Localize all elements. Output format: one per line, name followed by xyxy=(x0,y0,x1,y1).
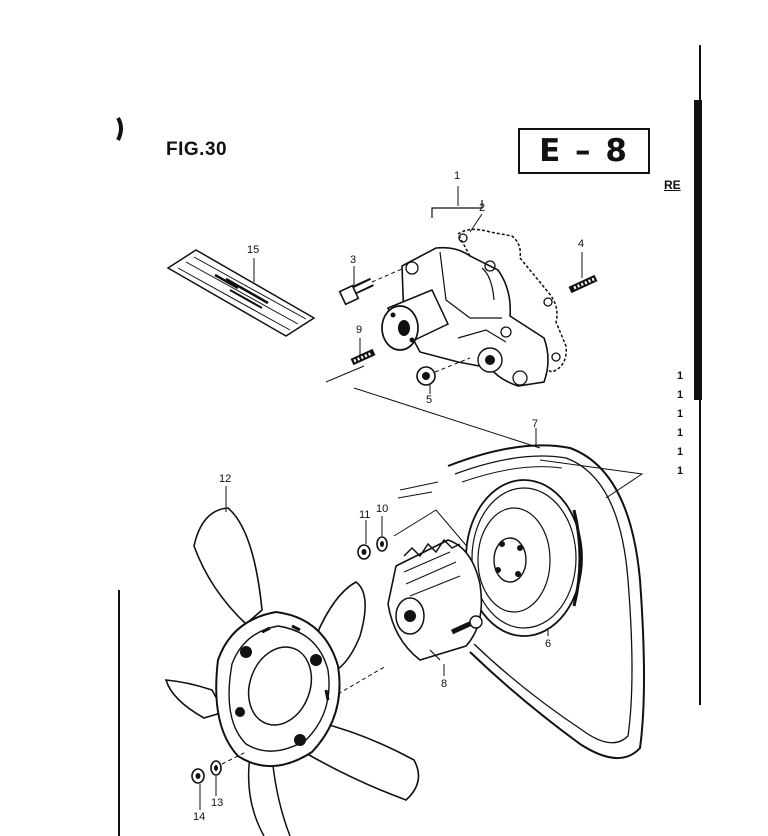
side-column-mark: 1 xyxy=(677,408,684,420)
washer-10 xyxy=(376,536,388,552)
callout-10: 10 xyxy=(376,503,389,515)
side-column-mark: 1 xyxy=(677,465,684,477)
callout-12: 12 xyxy=(219,473,232,485)
side-column-mark: 1 xyxy=(677,389,684,401)
section-code: E – 8 xyxy=(539,133,629,169)
side-column-mark: 1 xyxy=(677,427,684,439)
callout-11: 11 xyxy=(359,509,371,521)
side-header-text: RE xyxy=(664,178,681,192)
callout-3: 3 xyxy=(350,254,357,266)
figure-label: FIG.30 xyxy=(166,139,228,160)
right-page-shadow xyxy=(694,100,702,400)
callout-15: 15 xyxy=(247,244,260,256)
side-column-mark: 1 xyxy=(677,370,684,382)
pump-stud-9 xyxy=(350,348,376,366)
callout-1: 1 xyxy=(454,170,461,182)
assembly-guide-alt xyxy=(393,509,471,551)
callout-13: 13 xyxy=(211,797,224,809)
assembly-guide-belt xyxy=(397,459,644,499)
cooling-fan xyxy=(164,507,420,836)
washer-14 xyxy=(191,751,247,784)
nut-13 xyxy=(210,760,222,776)
assembly-guide-upper xyxy=(325,365,541,449)
crank-pulley xyxy=(465,479,583,637)
pump-stud-4 xyxy=(568,274,598,294)
fan-clutch xyxy=(387,538,483,661)
callout-14: 14 xyxy=(193,811,206,823)
callout-9: 9 xyxy=(356,324,363,336)
callout-7: 7 xyxy=(532,418,539,430)
callout-4: 4 xyxy=(578,238,585,250)
callout-5: 5 xyxy=(426,394,433,406)
pump-bolt-3 xyxy=(338,267,405,306)
side-column-mark: 1 xyxy=(677,446,684,458)
binding-mark xyxy=(116,116,123,141)
section-code-box: E – 8 xyxy=(518,128,650,174)
callout-6: 6 xyxy=(545,638,552,650)
callout-2: 2 xyxy=(479,202,486,214)
nut-11 xyxy=(357,544,371,560)
leader-lines xyxy=(199,186,583,810)
pump-nut-5 xyxy=(416,357,471,386)
callout-8: 8 xyxy=(441,678,448,690)
v-belt xyxy=(447,444,645,760)
water-pump-assembly xyxy=(381,200,567,387)
gasket-label-plate xyxy=(166,249,316,337)
